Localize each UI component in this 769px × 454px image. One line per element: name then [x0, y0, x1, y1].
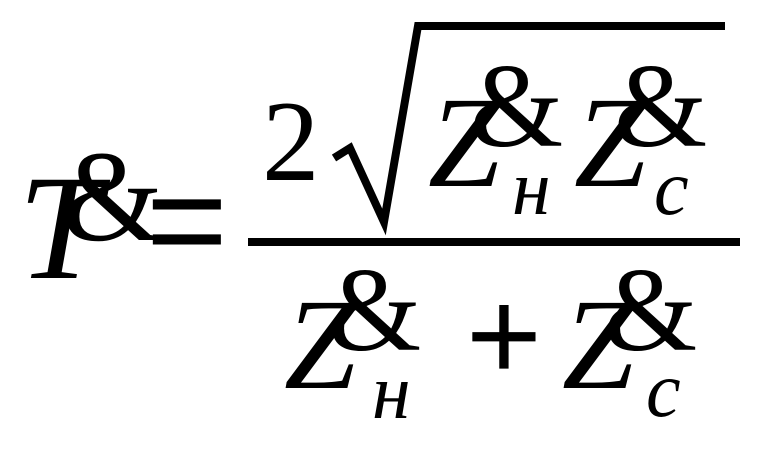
numerator-factor2-letter: Z [574, 71, 648, 215]
numerator-coefficient: 2 [262, 78, 320, 205]
equals-sign: = [146, 141, 228, 298]
denominator-term2-accent: & [604, 243, 697, 376]
fraction-bar [248, 238, 740, 246]
numerator-factor2-accent: & [614, 39, 707, 172]
numerator-factor2-subscript: c [654, 144, 689, 231]
plus-sign: + [466, 262, 542, 408]
square-root-sign [331, 22, 725, 236]
lhs-term: T & [18, 125, 163, 311]
numerator-factor1-accent: & [470, 39, 563, 172]
numerator-factor1-subscript: н [512, 144, 551, 231]
denominator-term2-subscript: c [646, 346, 681, 433]
denominator-term1-letter: Z [284, 273, 358, 417]
numerator-factor1-letter: Z [428, 71, 502, 215]
lhs-accent-glyph: & [62, 125, 163, 269]
lhs-letter: T [18, 145, 111, 311]
denominator-term2-letter: Z [562, 273, 636, 417]
denominator: Z & н + Z & c [284, 243, 697, 435]
denominator-term1-accent: & [328, 243, 421, 376]
denominator-term1-subscript: н [372, 348, 411, 435]
numerator: 2 Z & н Z & c [262, 22, 725, 236]
